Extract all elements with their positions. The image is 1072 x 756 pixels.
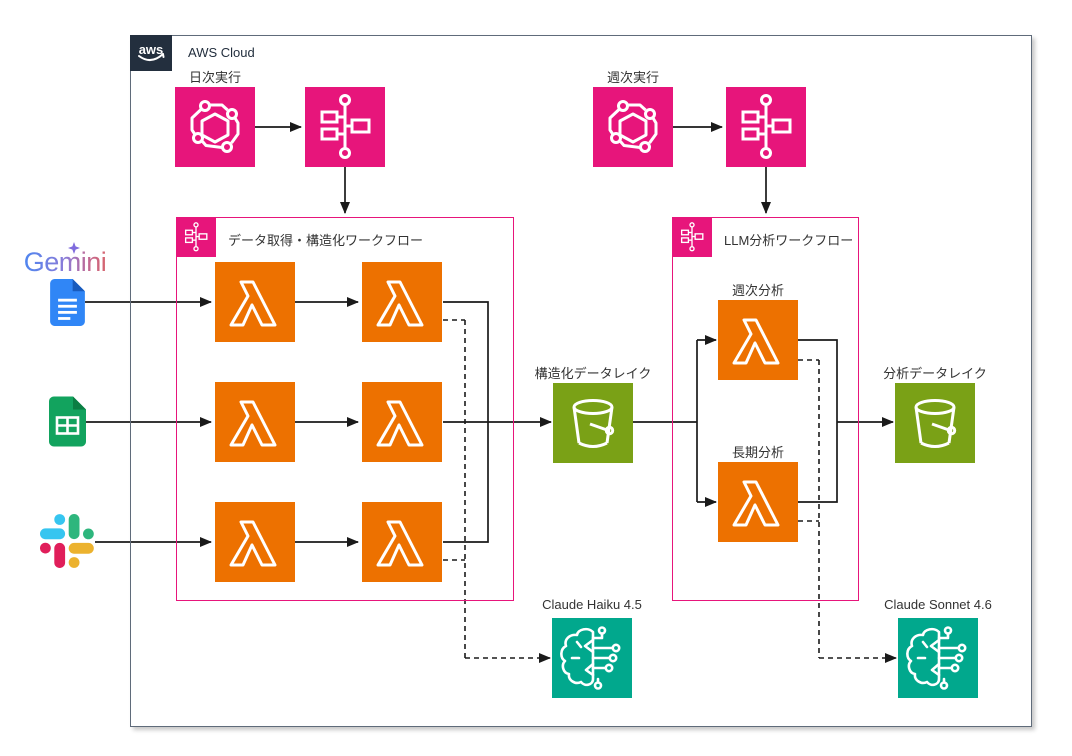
lambda-ingest-r3c2-icon xyxy=(362,502,442,582)
step-functions-weekly-icon xyxy=(726,87,806,167)
lambda-ingest-r3c1-icon xyxy=(215,502,295,582)
lambda-longterm-analysis-icon xyxy=(718,462,798,542)
step-functions-daily-icon xyxy=(305,87,385,167)
aws-cloud-label: AWS Cloud xyxy=(188,45,255,60)
weekly-trigger-label: 週次実行 xyxy=(606,70,659,85)
step-functions-badge-llm-icon xyxy=(672,217,712,257)
s3-structured-datalake-icon xyxy=(553,383,633,463)
bedrock-claude-haiku-icon xyxy=(552,618,632,698)
aws-logo: aws xyxy=(130,35,172,71)
gemini-wordmark: Gemini xyxy=(24,247,107,277)
longterm-analysis-label: 長期分析 xyxy=(731,445,784,460)
aws-logo-text: aws xyxy=(139,42,164,57)
google-sheets-icon xyxy=(49,396,86,452)
eventbridge-scheduler-daily-icon xyxy=(175,87,255,167)
aws-cloud-group xyxy=(130,35,1032,727)
aws-smile-icon xyxy=(138,53,164,61)
step-functions-badge-ingest-icon xyxy=(176,217,216,257)
analysis-datalake-label: 分析データレイク xyxy=(883,366,987,381)
google-docs-icon xyxy=(50,279,85,331)
claude-haiku-label: Claude Haiku 4.5 xyxy=(542,597,642,612)
ingest-workflow-group xyxy=(176,217,514,601)
llm-workflow-group xyxy=(672,217,859,601)
claude-sonnet-label: Claude Sonnet 4.6 xyxy=(884,597,992,612)
lambda-ingest-r2c2-icon xyxy=(362,382,442,462)
slack-icon xyxy=(40,514,94,573)
lambda-ingest-r1c2-icon xyxy=(362,262,442,342)
daily-trigger-label: 日次実行 xyxy=(188,70,241,85)
llm-workflow-title: LLM分析ワークフロー xyxy=(724,233,854,248)
bedrock-claude-sonnet-icon xyxy=(898,618,978,698)
lambda-ingest-r2c1-icon xyxy=(215,382,295,462)
gemini-sparkle-icon xyxy=(68,242,80,254)
eventbridge-scheduler-weekly-icon xyxy=(593,87,673,167)
lambda-weekly-analysis-icon xyxy=(718,300,798,380)
gemini-logo: Gemini xyxy=(12,240,120,283)
weekly-analysis-label: 週次分析 xyxy=(731,283,784,298)
s3-analysis-datalake-icon xyxy=(895,383,975,463)
ingest-workflow-title: データ取得・構造化ワークフロー xyxy=(228,233,424,248)
lambda-ingest-r1c1-icon xyxy=(215,262,295,342)
structured-datalake-label: 構造化データレイク xyxy=(534,366,652,381)
